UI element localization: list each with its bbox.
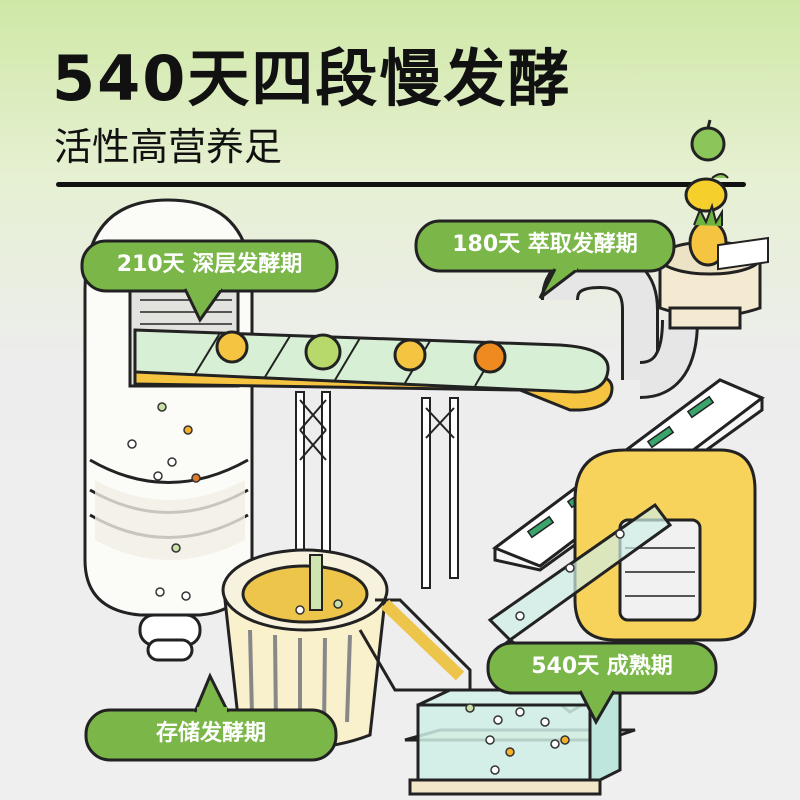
callout-storage [84, 672, 338, 762]
title-divider [56, 182, 746, 187]
callout-210 [80, 239, 339, 323]
page-subtitle: 活性高营养足 [54, 125, 283, 169]
stage-label-storage: 存储发酵期 [155, 721, 266, 746]
transfer-pipe [358, 598, 472, 692]
maturation-tank [404, 687, 636, 796]
conveyor-belt [133, 328, 614, 603]
callout-180 [414, 219, 676, 300]
apple-icon [690, 119, 726, 162]
lemon-icon [684, 173, 729, 213]
stage-label-maturation: 540天 成熟期 [531, 654, 673, 679]
callout-540 [486, 641, 718, 726]
stage-label-extraction: 180天 萃取发酵期 [452, 232, 638, 257]
page-title: 540天四段慢发酵 [52, 42, 572, 115]
stage-label-deep: 210天 深层发酵期 [116, 252, 303, 277]
fermentation-tank [83, 198, 254, 662]
